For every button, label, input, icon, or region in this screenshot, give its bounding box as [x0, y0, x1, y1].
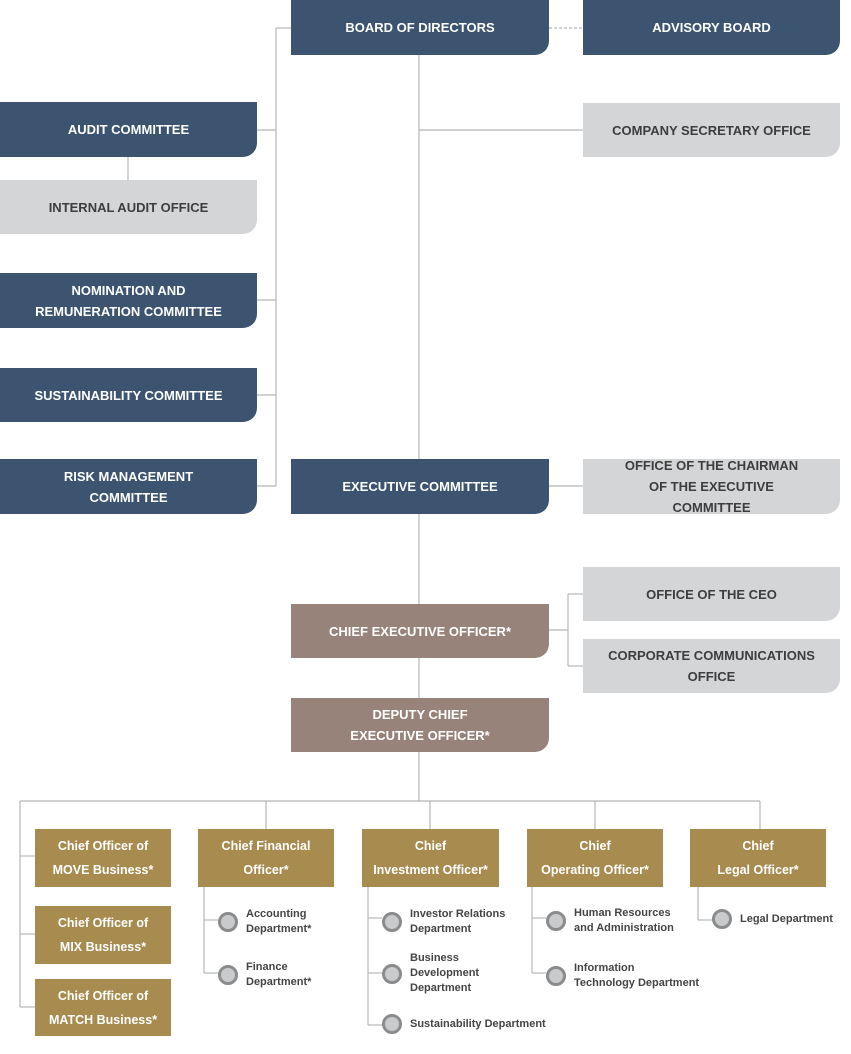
dept-business-development-line1: Business — [410, 952, 459, 964]
risk-management-committee-box: RISK MANAGEMENT COMMITTEE — [0, 459, 257, 514]
dept-business-development-line2: Development — [410, 967, 480, 979]
office-of-ceo-box: OFFICE OF THE CEO — [583, 567, 840, 621]
risk-management-committee-label: RISK MANAGEMENT COMMITTEE — [63, 468, 194, 505]
cio-line2: Investment Officer* — [373, 863, 488, 877]
dept-accounting-line1: Accounting — [246, 908, 307, 920]
company-secretary-office-label: COMPANY SECRETARY OFFICE — [612, 122, 811, 138]
corporate-communications-office-box: CORPORATE COMMUNICATIONS OFFICE — [583, 639, 840, 693]
chief-match-line2: MATCH Business* — [48, 1012, 158, 1027]
company-secretary-office-box: COMPANY SECRETARY OFFICE — [583, 103, 840, 157]
circle-bullet-icon — [382, 1014, 402, 1034]
dept-accounting-line2: Department* — [246, 923, 312, 935]
deputy-ceo-label: DEPUTY CHIEF EXECUTIVE OFFICER* — [350, 707, 490, 743]
circle-bullet-icon — [546, 966, 566, 986]
chief-match-line1: Chief Officer of — [57, 988, 149, 1003]
cfo-line2: Officer* — [243, 863, 289, 877]
sustainability-committee-label: SUSTAINABILITY COMMITTEE — [34, 387, 223, 403]
dept-business-development-line3: Department — [410, 982, 472, 994]
dept-information-technology-line2: Technology Department — [574, 977, 700, 989]
circle-bullet-icon — [218, 965, 238, 985]
dept-information-technology-line1: Information — [574, 962, 635, 974]
chief-officer-mix-box: Chief Officer of MIX Business* — [35, 906, 171, 964]
advisory-board-box: ADVISORY BOARD — [583, 0, 840, 55]
audit-committee-box: AUDIT COMMITTEE — [0, 102, 257, 157]
dept-human-resources: Human Resources and Administration — [546, 906, 674, 936]
dept-sustainability-line1: Sustainability Department — [410, 1017, 546, 1030]
deputy-ceo-box: DEPUTY CHIEF EXECUTIVE OFFICER* — [291, 698, 549, 752]
chief-mix-line1: Chief Officer of — [57, 916, 149, 930]
corporate-communications-office-label: CORPORATE COMMUNICATIONS OFFICE — [608, 648, 815, 684]
dept-finance-line2: Department* — [246, 976, 312, 988]
audit-committee-label: AUDIT COMMITTEE — [67, 122, 190, 137]
dept-finance-line1: Finance — [246, 961, 288, 973]
circle-bullet-icon — [218, 912, 238, 932]
office-of-ceo-label: OFFICE OF THE CEO — [646, 586, 777, 602]
cio-line1: Chief — [414, 839, 447, 853]
dept-legal-line1: Legal Department — [740, 912, 833, 925]
dept-sustainability: Sustainability Department — [382, 1014, 546, 1034]
executive-committee-label: EXECUTIVE COMMITTEE — [342, 479, 498, 494]
internal-audit-office-label: INTERNAL AUDIT OFFICE — [48, 199, 209, 215]
dept-legal: Legal Department — [712, 909, 833, 929]
chief-move-line2: MOVE Business* — [52, 863, 154, 877]
internal-audit-office-box: INTERNAL AUDIT OFFICE — [0, 180, 257, 234]
office-of-chairman-label: OFFICE OF THE CHAIRMAN OF THE EXECUTIVE … — [624, 458, 799, 515]
chief-officer-match-box: Chief Officer of MATCH Business* — [35, 979, 171, 1036]
circle-bullet-icon — [382, 963, 402, 984]
coo-line1: Chief — [579, 839, 611, 853]
sustainability-committee-box: SUSTAINABILITY COMMITTEE — [0, 368, 257, 422]
circle-bullet-icon — [712, 909, 732, 929]
cfo-line1: Chief Financial — [221, 839, 311, 853]
dept-investor-relations-line2: Department — [410, 923, 472, 935]
board-of-directors-box: BOARD OF DIRECTORS — [291, 0, 549, 55]
nomination-committee-box: NOMINATION AND REMUNERATION COMMITTEE — [0, 273, 257, 328]
advisory-board-label: ADVISORY BOARD — [652, 20, 771, 35]
dept-investor-relations-line1: Investor Relations — [410, 908, 506, 920]
clo-line2: Legal Officer* — [717, 863, 799, 877]
office-of-chairman-box: OFFICE OF THE CHAIRMAN OF THE EXECUTIVE … — [583, 458, 840, 515]
coo-line2: Operating Officer* — [541, 863, 649, 877]
chief-move-line1: Chief Officer of — [57, 839, 149, 853]
nomination-committee-label: NOMINATION AND REMUNERATION COMMITTEE — [35, 282, 222, 319]
chief-executive-officer-box: CHIEF EXECUTIVE OFFICER* — [291, 604, 549, 658]
dept-human-resources-line1: Human Resources — [574, 907, 671, 919]
circle-bullet-icon — [382, 912, 402, 932]
chief-mix-line2: MIX Business* — [59, 940, 147, 954]
chief-executive-officer-label: CHIEF EXECUTIVE OFFICER* — [328, 623, 512, 639]
circle-bullet-icon — [546, 911, 566, 931]
chief-officer-move-box: Chief Officer of MOVE Business* — [35, 829, 171, 887]
clo-line1: Chief — [742, 839, 774, 853]
dept-human-resources-line2: and Administration — [574, 922, 674, 934]
executive-committee-box: EXECUTIVE COMMITTEE — [291, 459, 549, 514]
board-of-directors-label: BOARD OF DIRECTORS — [345, 20, 495, 35]
